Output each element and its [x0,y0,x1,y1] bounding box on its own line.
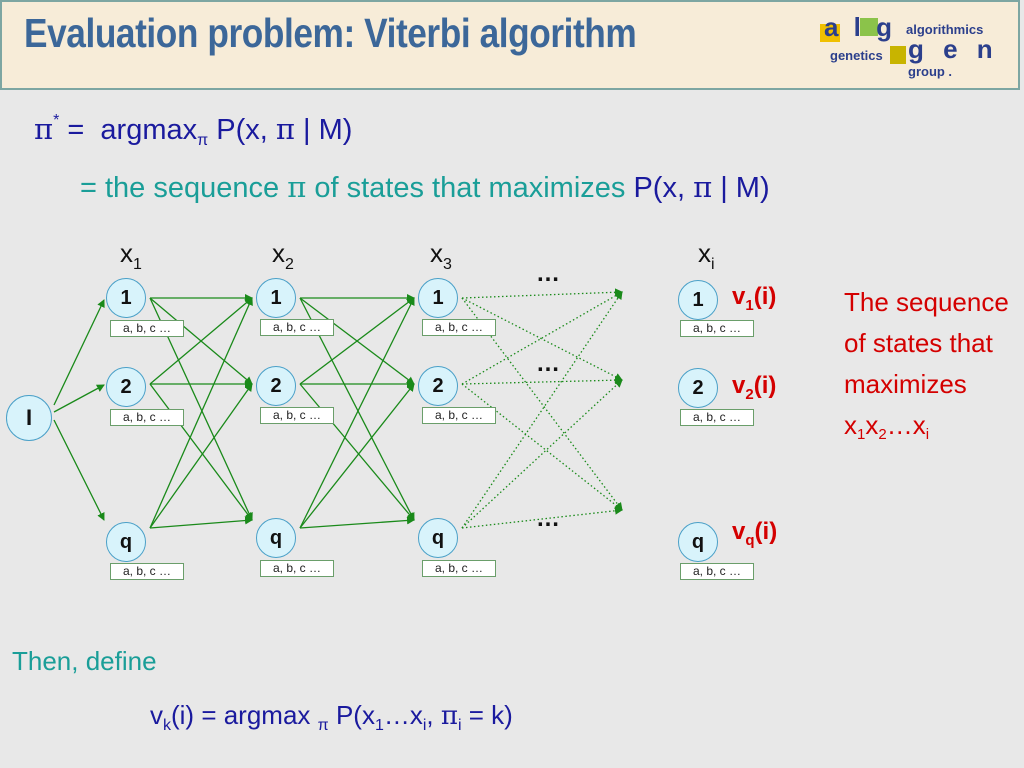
argmax-subscript: π [197,132,209,149]
desc-rhs-b: | M) [720,172,770,204]
slide-title: Evaluation problem: Viterbi algorithm [24,10,637,56]
side-note: The sequence of states that maximizes x1… [844,282,1019,455]
emission-box: a, b, c … [260,560,334,577]
viterbi-label-1: v1(i) [732,283,777,314]
transition-arrow [149,297,253,385]
transition-arrow [149,516,253,529]
transition-arrow [149,383,253,529]
stage-label-x3: x3 [430,238,452,273]
transition-arrow [299,516,415,529]
viterbi-label-2: v2(i) [732,372,777,403]
ellipsis-bottom: … [536,505,562,532]
state-node-q-x3: q [418,518,458,558]
state-node-1-x1: 1 [106,278,146,318]
logo-letters-top: a l g [824,12,897,42]
emission-box: a, b, c … [110,563,184,580]
rhs-pi: π [275,112,295,146]
logo-group: group . [908,64,953,79]
state-node-2-x1: 2 [106,367,146,407]
stage-label-x2: x2 [272,238,294,273]
algogen-logo: a l g algorithmics genetics g e n group … [820,12,1016,82]
transition-arrow [149,297,253,529]
desc-b: of states that maximizes [314,172,626,204]
state-node-q-x1: q [106,522,146,562]
star-superscript: * [53,112,60,129]
emission-box: a, b, c … [260,407,334,424]
emission-box: a, b, c … [680,409,754,426]
definition-formula: vk(i) = argmax π P(x1…xi, πi = k) [150,700,513,734]
transition-arrow [299,383,415,529]
transition-arrow [53,419,105,521]
title-bar: Evaluation problem: Viterbi algorithm a … [0,0,1020,90]
emission-box: a, b, c … [110,320,184,337]
emission-box: a, b, c … [680,320,754,337]
transition-arrow-dotted [461,379,623,529]
start-node: I [6,395,52,441]
transition-arrow [53,384,105,413]
transition-arrow [299,297,415,529]
side-note-text: The sequence of states that maximizes [844,287,1009,399]
state-node-q-xi: q [678,522,718,562]
equals: = [67,114,85,146]
transition-arrow [299,383,415,521]
state-node-1-x2: 1 [256,278,296,318]
desc-rhs-pi: π [693,170,713,204]
transition-arrow [299,297,415,385]
equals: = [80,172,97,204]
emission-box: a, b, c … [260,319,334,336]
argmax-text: argmax [100,114,198,146]
desc-rhs-a: P(x, [633,172,686,204]
formula-description: = the sequence π of states that maximize… [80,170,770,205]
logo-algorithmics: algorithmics [906,22,984,37]
transition-arrow [149,383,253,521]
emission-box: a, b, c … [422,560,496,577]
transition-arrow-dotted [461,376,623,385]
transition-arrow-dotted [461,506,623,529]
emission-box: a, b, c … [680,563,754,580]
emission-box: a, b, c … [422,319,496,336]
logo-letters-bottom: g e n [908,34,999,64]
logo-block [860,18,878,36]
transition-arrow [53,299,105,406]
rhs-b: | M) [302,114,353,146]
ellipsis-top: … [536,260,562,287]
transition-arrow-dotted [461,288,623,299]
state-node-2-xi: 2 [678,368,718,408]
logo-block [820,24,840,42]
stage-label-x1: x1 [120,238,142,273]
pi-symbol: π [34,112,54,146]
state-node-2-x3: 2 [418,366,458,406]
emission-box: a, b, c … [110,409,184,426]
ellipsis-middle: … [536,350,562,377]
then-define-text: Then, define [12,646,157,676]
logo-genetics: genetics [830,48,883,63]
viterbi-label-q: vq(i) [732,518,778,549]
emission-box: a, b, c … [422,407,496,424]
desc-pi: π [287,170,307,204]
formula-argmax: π* = argmaxπ P(x, π | M) [34,112,352,150]
state-node-2-x2: 2 [256,366,296,406]
state-node-1-x3: 1 [418,278,458,318]
transition-arrow-dotted [461,291,623,385]
desc-a: the sequence [105,172,280,204]
logo-block [890,46,906,64]
state-node-q-x2: q [256,518,296,558]
stage-label-xi: xi [698,238,715,273]
side-note-sequence: x1x2…xi [844,410,930,443]
rhs-a: P(x, [216,114,268,146]
state-node-1-xi: 1 [678,280,718,320]
